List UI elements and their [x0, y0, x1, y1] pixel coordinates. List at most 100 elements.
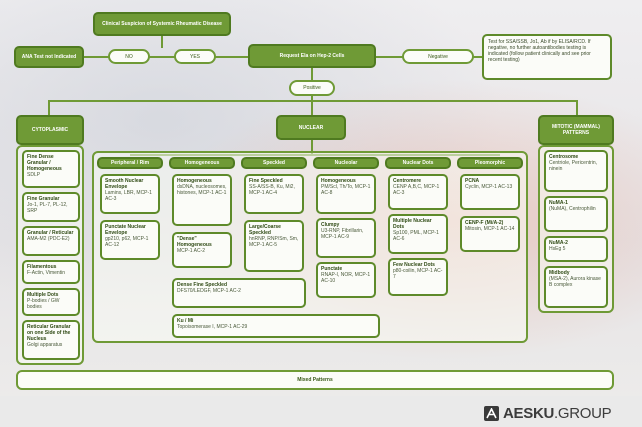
logo-mark-icon [484, 405, 499, 421]
item-detail: Mitosin, MCP-1 AC-14 [465, 226, 515, 232]
item-detail: Topoisomerase I, MCP-1 AC-29 [177, 324, 248, 330]
item-title: NuMA-2 [549, 240, 568, 246]
mitotic-item: Midbody(MSA-2), Aurora kinase B complex [544, 266, 608, 308]
nuclear-column-head: Nuclear Dots [385, 157, 451, 169]
item-title: Centromere [393, 178, 422, 184]
connector [576, 100, 578, 116]
item-title: Ku / Mi [177, 318, 194, 324]
no-pill: NO [108, 49, 150, 64]
item-title: Fine Granular [27, 196, 60, 202]
item-detail: p80-coilin, MCP-1 AC-7 [393, 268, 443, 280]
item-title: PCNA [465, 178, 480, 184]
item-detail: F-Actin, Vimentin [27, 270, 65, 276]
item-title: Large/Coarse Speckled [249, 224, 281, 236]
item-title: Filamentous [27, 264, 57, 270]
item-title: Punctate [321, 266, 343, 272]
clinical-suspicion-box: Clinical Suspicion of Systemic Rheumatic… [93, 12, 231, 36]
item-detail: (NuMA), Centrophilin [549, 206, 596, 212]
item-title: Smooth Nuclear Envelope [105, 178, 144, 190]
logo-brand: AESKU [503, 404, 555, 422]
item-detail: HsEg 5 [549, 246, 566, 252]
mitotic-header: MITOTIC (MAMMAL) PATTERNS [538, 115, 614, 145]
item-detail: PM/Scl, Th/To, MCP-1 AC-8 [321, 184, 371, 196]
yes-pill: YES [174, 49, 216, 64]
item-title: Multiple Dots [27, 292, 59, 298]
item-detail: U3-RNP, Fibrillarin, MCP-1 AC-9 [321, 228, 364, 240]
nuclear-panel [92, 151, 528, 343]
item-title: Fine Dense Granular / Homogeneous [27, 154, 62, 172]
nuclear-column-head: Homogeneous [169, 157, 235, 169]
connector [48, 100, 578, 102]
hep2-request-box: Request Ela on Hep-2 Cells [248, 44, 376, 68]
logo-suffix: .GROUP [554, 404, 612, 422]
item-title: Fine Speckled [249, 178, 283, 184]
item-detail: hnRNP, RNP/Sm, Sm, MCP-1 AC-5 [249, 236, 299, 248]
item-detail: CENP A,B,C, MCP-1 AC-3 [393, 184, 440, 196]
mitotic-item: NuMA-1(NuMA), Centrophilin [544, 196, 608, 232]
connector [311, 66, 313, 80]
connector [48, 100, 50, 116]
connector [311, 96, 313, 116]
item-title: CENP-F (Mi/A-2) [465, 220, 504, 226]
item-title: Midbody [549, 270, 570, 276]
item-detail: gp210, p62, MCP-1 AC-12 [105, 236, 149, 248]
nuclear-column-head: Speckled [241, 157, 307, 169]
item-title: Few Nuclear Dots [393, 262, 435, 268]
item-title: Punctate Nuclear Envelope [105, 224, 146, 236]
negative-pill: Negative [402, 49, 474, 64]
item-detail: SS-A/SS-B, Ku, Mi2, MCP-1 AC-4 [249, 184, 295, 196]
item-title: NuMA-1 [549, 200, 568, 206]
item-detail: Centriole, Pericentrin, ninein [549, 160, 598, 172]
cytoplasmic-header: CYTOPLASMIC [16, 115, 84, 145]
item-detail: P-bodies / GW bodies [27, 298, 60, 310]
aesku-logo: AESKU.GROUP [484, 403, 612, 423]
item-detail: Jo-1, PL-7, PL-12, SRP [27, 202, 68, 214]
item-detail: RNAP-I, NOR, MCP-1 AC-10 [321, 272, 371, 284]
item-title: Homogeneous [177, 178, 212, 184]
item-detail: Sp100, PML, MCP-1 AC-6 [393, 230, 439, 242]
mixed-patterns-bar: Mixed Patterns [16, 370, 614, 390]
item-title: Dense Fine Speckled [177, 282, 228, 288]
item-title: Granular / Reticular [27, 230, 74, 236]
item-detail: Golgi apparatus [27, 342, 63, 348]
connector [161, 36, 163, 48]
item-detail: Cyclin, MCP-1 AC-13 [465, 184, 513, 190]
item-title: Homogeneous [321, 178, 356, 184]
nuclear-column-head: Pleomorphic [457, 157, 523, 169]
nuclear-column-head: Peripheral / Rim [97, 157, 163, 169]
item-title: Centrosome [549, 154, 579, 160]
item-detail: dsDNA, nucleosomes, histones, MCP-1 AC-1 [177, 184, 227, 196]
item-detail: (MSA-2), Aurora kinase B complex [549, 276, 601, 288]
footer-band [0, 396, 642, 427]
item-title: Reticular Granular on one Side of the Nu… [27, 324, 71, 342]
nuclear-column-head: Nucleolar [313, 157, 379, 169]
positive-pill: Positive [289, 80, 335, 96]
item-detail: SDLP [27, 172, 41, 178]
cytoplasmic-item: Reticular Granular on one Side of the Nu… [22, 320, 80, 360]
item-detail: MCP-1 AC-2 [177, 248, 206, 254]
item-detail: AMA-M2 (PDC-E2) [27, 236, 70, 242]
negative-note: Test for SSA/SSB, Jo1, Ab if by ELISA/RC… [482, 34, 612, 80]
item-title: "Dense" Homogeneous [177, 236, 212, 248]
item-detail: DFS70/LEDGF, MCP-1 AC-2 [177, 288, 241, 294]
